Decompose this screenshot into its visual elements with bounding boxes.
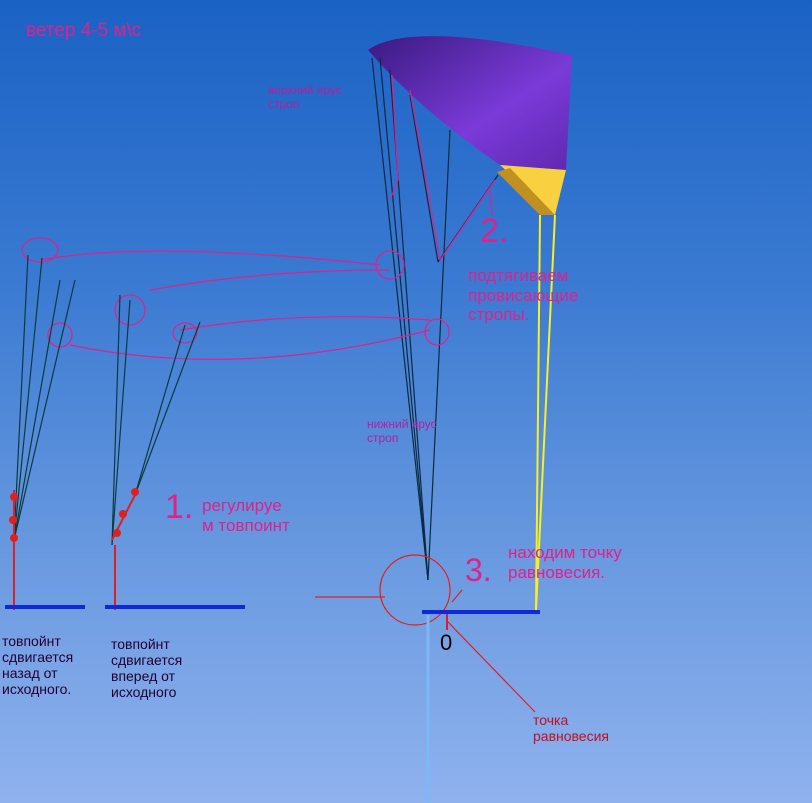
upper-tier-label: верхний ярус строп bbox=[268, 83, 342, 111]
step2-number: 2. bbox=[480, 212, 509, 250]
wind-title: ветер 4-5 м\с bbox=[26, 20, 142, 41]
towpoint-back-label: товпойнт сдвигается назад от исходного. bbox=[2, 633, 74, 698]
step2-text: подтягиваем провисающие стропы. bbox=[468, 266, 579, 325]
towpoint-diagrams bbox=[5, 254, 540, 803]
zero-mark: 0 bbox=[440, 630, 453, 655]
towpoint-forward-label: товпойнт сдвигается вперед от исходного bbox=[111, 636, 183, 701]
annotation-strokes bbox=[21, 74, 536, 713]
step3-number: 3. bbox=[465, 552, 492, 588]
step1-text: регулируе м товпоинт bbox=[202, 496, 290, 535]
equilibrium-point-label: точка равновесия bbox=[533, 712, 609, 745]
step3-text: находим точку равновесия. bbox=[508, 543, 622, 582]
lower-tier-label: нижний ярус строп bbox=[367, 417, 437, 445]
paraglider-wing bbox=[368, 36, 572, 215]
brake-lines-yellow bbox=[535, 214, 556, 611]
step1-number: 1. bbox=[165, 488, 194, 526]
